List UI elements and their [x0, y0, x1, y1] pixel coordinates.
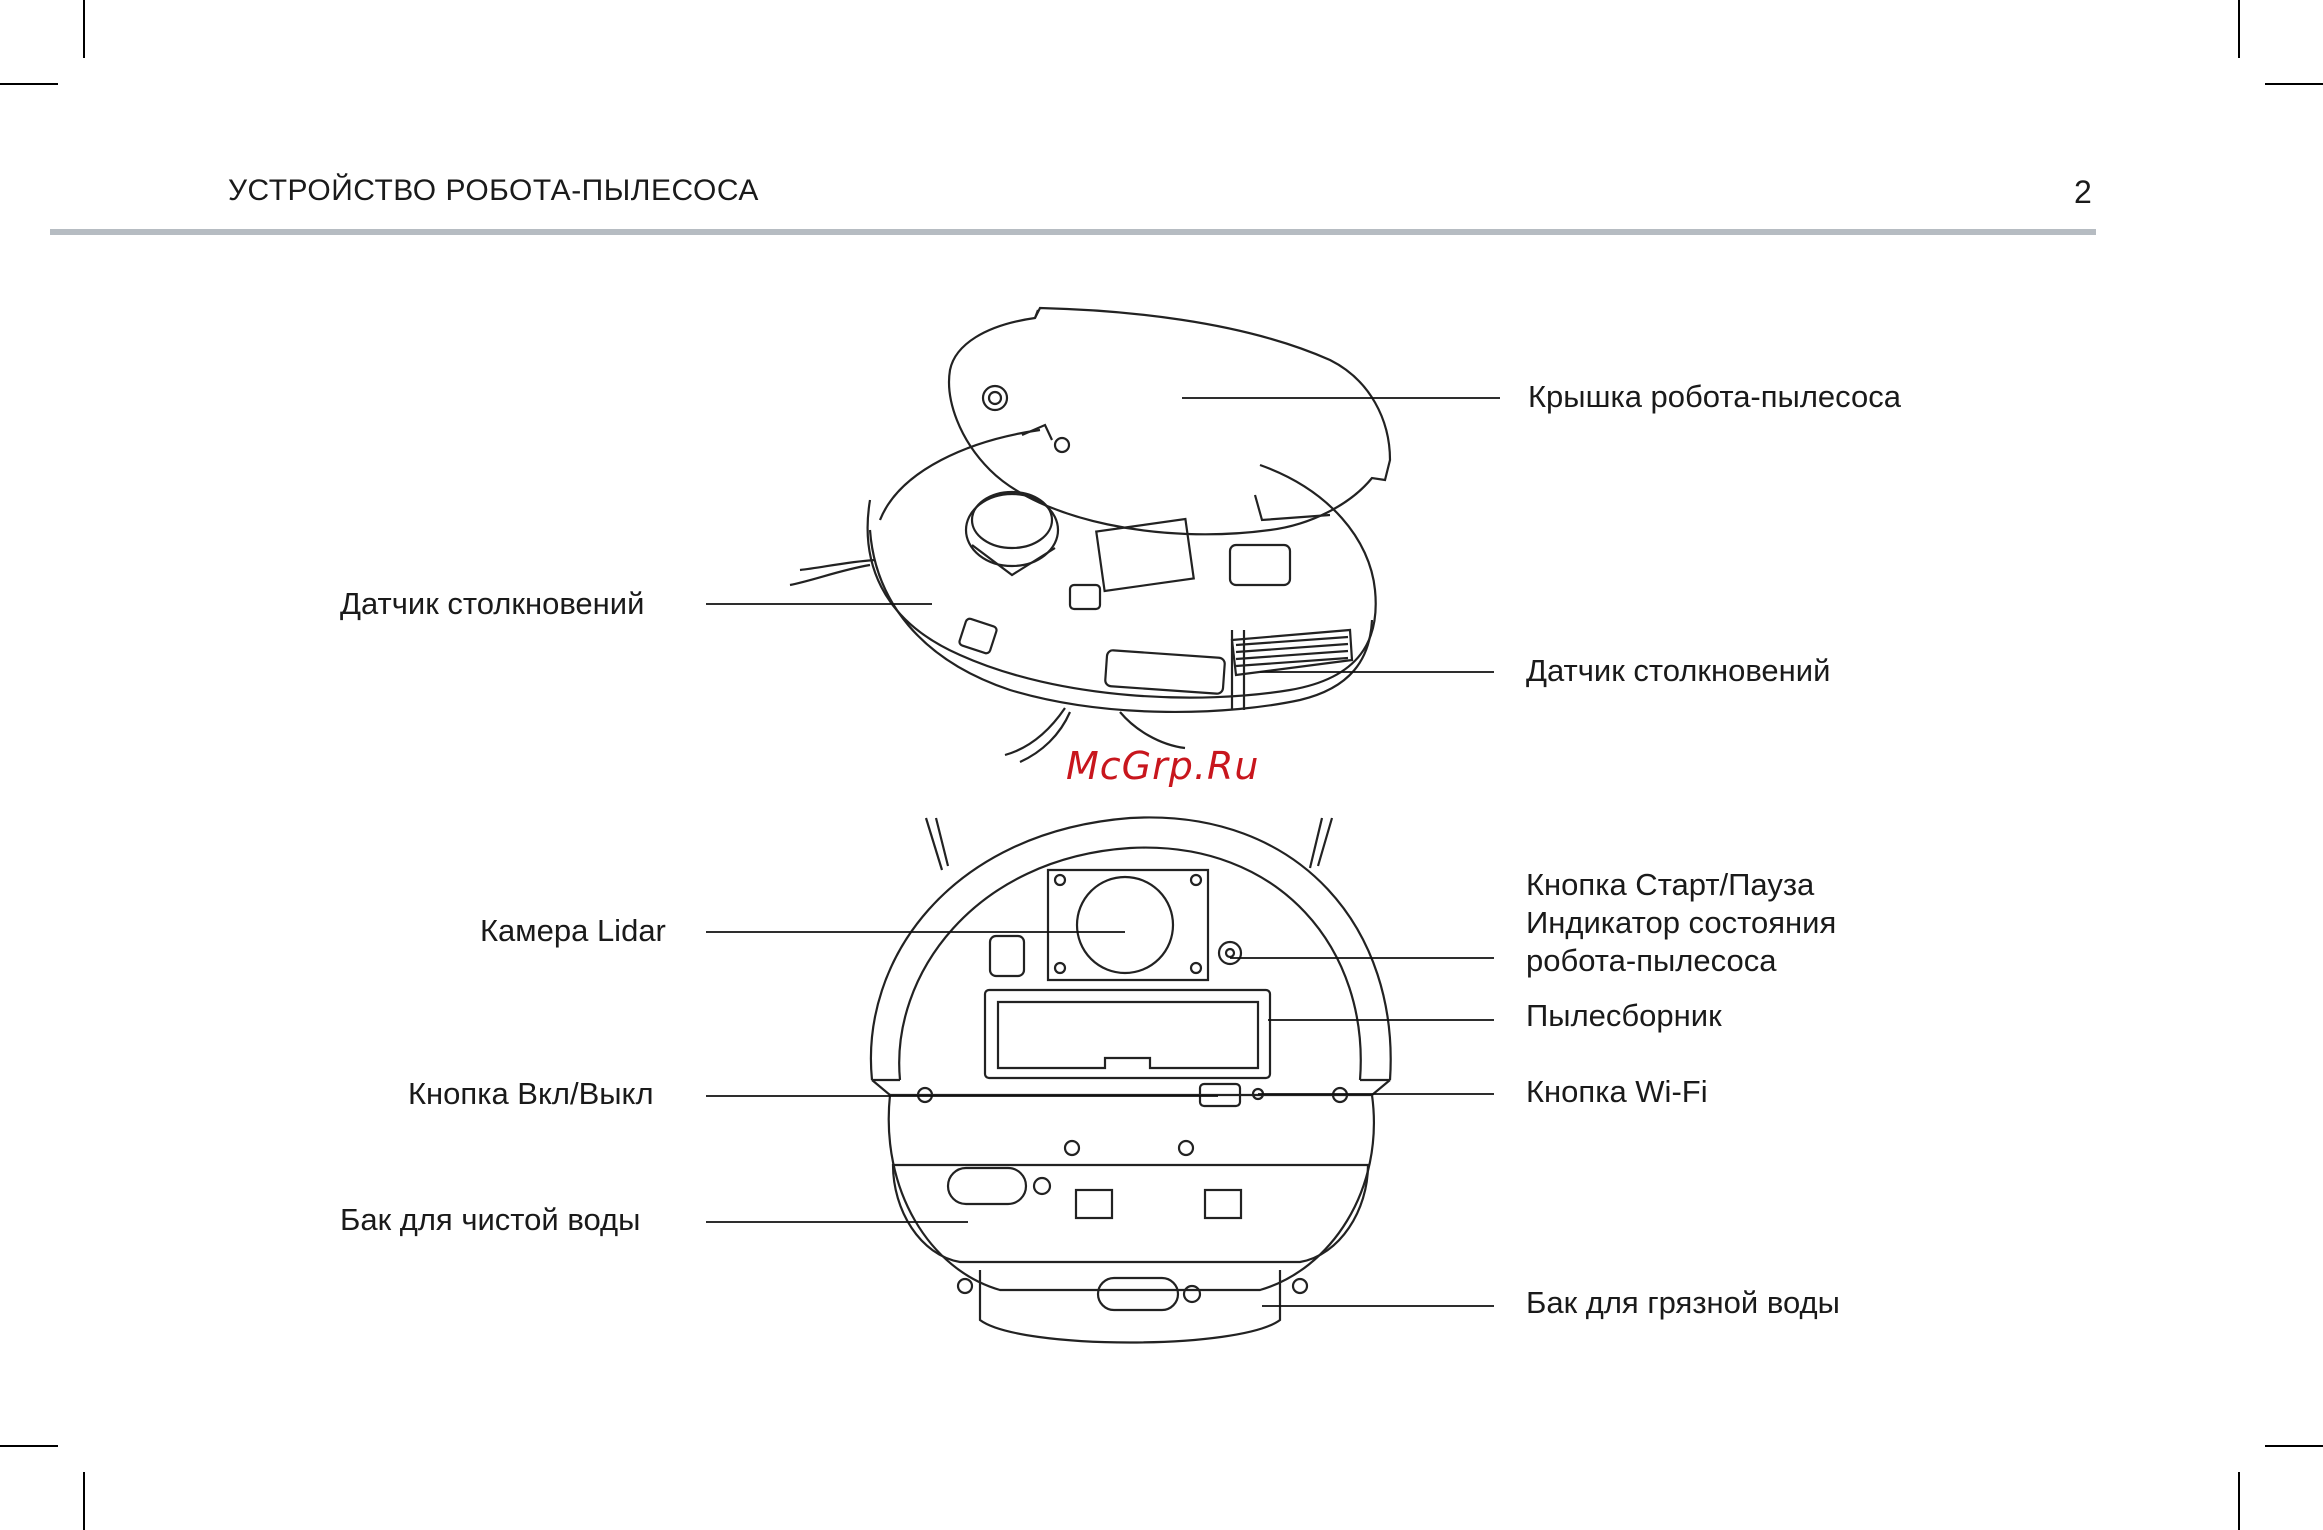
- robot-bottom-illustration: [871, 817, 1391, 1342]
- watermark: McGrp.Ru: [1066, 744, 1259, 788]
- robot-top-illustration: [790, 308, 1390, 762]
- label-start-pause-line3: робота-пылесоса: [1526, 942, 1776, 980]
- label-wifi-button: Кнопка Wi-Fi: [1526, 1073, 1708, 1111]
- page-title: УСТРОЙСТВО РОБОТА-ПЫЛЕСОСА: [228, 174, 759, 208]
- header-divider: [50, 229, 2096, 235]
- label-dustbin: Пылесборник: [1526, 997, 1722, 1035]
- label-bumper-left: Датчик столкновений: [340, 585, 644, 623]
- page-number: 2: [2074, 174, 2092, 211]
- label-cover: Крышка робота-пылесоса: [1528, 378, 1901, 416]
- label-lidar: Камера Lidar: [480, 912, 666, 950]
- label-dirty-tank: Бак для грязной воды: [1526, 1284, 1840, 1322]
- label-start-pause-line2: Индикатор состояния: [1526, 904, 1836, 942]
- label-bumper-right: Датчик столкновений: [1526, 652, 1830, 690]
- label-start-pause-line1: Кнопка Старт/Пауза: [1526, 866, 1814, 904]
- label-power-button: Кнопка Вкл/Выкл: [408, 1075, 654, 1113]
- label-clean-tank: Бак для чистой воды: [340, 1201, 640, 1239]
